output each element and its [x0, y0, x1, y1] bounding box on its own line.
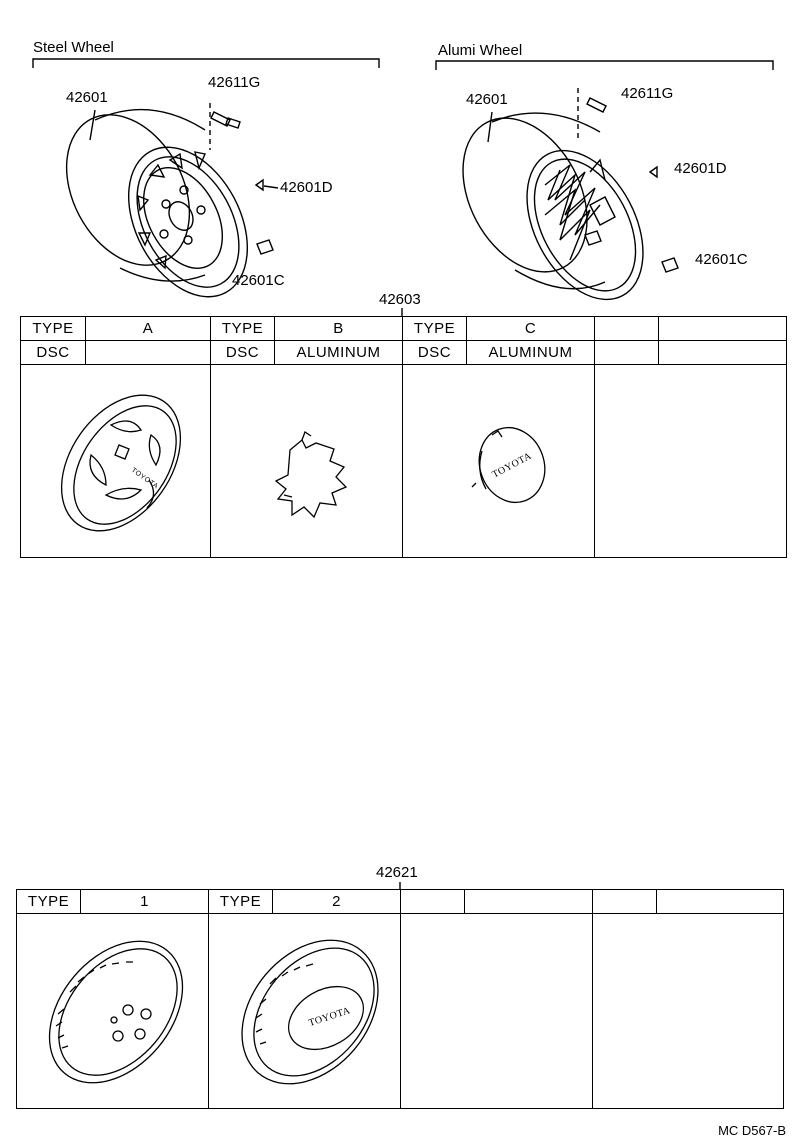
cap-leader: [399, 882, 401, 889]
cap-type-row: TYPE 1 TYPE 2: [16, 889, 784, 914]
alumi-wheel-title: Alumi Wheel: [438, 42, 523, 59]
alumi-nut-part-no: 42601C: [695, 251, 748, 268]
ornament-b-cell: [210, 364, 403, 558]
cap-type-value-empty-1: [464, 889, 593, 914]
ornament-c-drawing: TOYOTA: [471, 427, 545, 503]
ornament-part-no: 42603: [379, 291, 421, 308]
ornament-a-drawing: TOYOTA: [60, 394, 182, 532]
steel-wheel-drawing: [65, 103, 279, 298]
dsc-label-b: DSC: [210, 340, 275, 365]
steel-wheel-bracket: [32, 58, 380, 68]
cap-type-value-2: 2: [272, 889, 401, 914]
dsc-value-b: ALUMINUM: [274, 340, 403, 365]
cap-empty-cell-1: [400, 913, 593, 1109]
cap-table: TYPE 1 TYPE 2: [16, 889, 784, 1109]
dsc-label-c: DSC: [402, 340, 467, 365]
cap-picture-row: TOYOTA: [16, 913, 784, 1109]
alumi-wheel-drawing: [462, 88, 679, 301]
steel-weight-part-no: 42601D: [280, 179, 333, 196]
type-label-c: TYPE: [402, 316, 467, 341]
diagram-code: MC D567-B: [718, 1123, 786, 1138]
ornament-type-row: TYPE A TYPE B TYPE C: [20, 316, 787, 341]
cap-type-label-empty-1: [400, 889, 465, 914]
wheel-illustrations: [32, 58, 774, 301]
cap-type-value-empty-2: [656, 889, 784, 914]
cap-type-value-1: 1: [80, 889, 209, 914]
cap-empty-cell-2: [592, 913, 784, 1109]
cap-2-cell: TOYOTA: [208, 913, 401, 1109]
type-value-a: A: [85, 316, 211, 341]
alumi-bolt-part-no: 42611G: [621, 85, 674, 102]
ornament-c-cell: TOYOTA: [402, 364, 595, 558]
steel-nut-part-no: 42601C: [232, 272, 285, 289]
cap-type-label-empty-2: [592, 889, 657, 914]
alumi-weight-part-no: 42601D: [674, 160, 727, 177]
ornament-picture-row: TOYOTA TOYOTA: [20, 364, 787, 558]
type-value-c: C: [466, 316, 595, 341]
alumi-rim-part-no: 42601: [466, 91, 508, 108]
ornament-a-cell: TOYOTA: [20, 364, 211, 558]
cap-part-no: 42621: [376, 864, 418, 881]
cap-1-drawing: [48, 940, 183, 1084]
ornament-leader: [401, 308, 403, 316]
cap-1-cell: [16, 913, 209, 1109]
ornament-b-drawing: [274, 431, 347, 519]
cap-type-label-2: TYPE: [208, 889, 273, 914]
alumi-wheel-bracket: [435, 60, 774, 70]
cap-type-label-1: TYPE: [16, 889, 81, 914]
cap-2-drawing: TOYOTA: [240, 939, 379, 1085]
ornament-empty-cell: [594, 364, 787, 558]
steel-rim-part-no: 42601: [66, 89, 108, 106]
type-label-a: TYPE: [20, 316, 86, 341]
cap-2-logo: TOYOTA: [307, 1005, 352, 1029]
steel-bolt-part-no: 42611G: [208, 74, 261, 91]
ornament-table: TYPE A TYPE B TYPE C DSC DSC ALUMINUM DS…: [20, 316, 787, 558]
type-label-b: TYPE: [210, 316, 275, 341]
steel-wheel-title: Steel Wheel: [33, 39, 114, 56]
ornament-dsc-row: DSC DSC ALUMINUM DSC ALUMINUM: [20, 340, 787, 365]
